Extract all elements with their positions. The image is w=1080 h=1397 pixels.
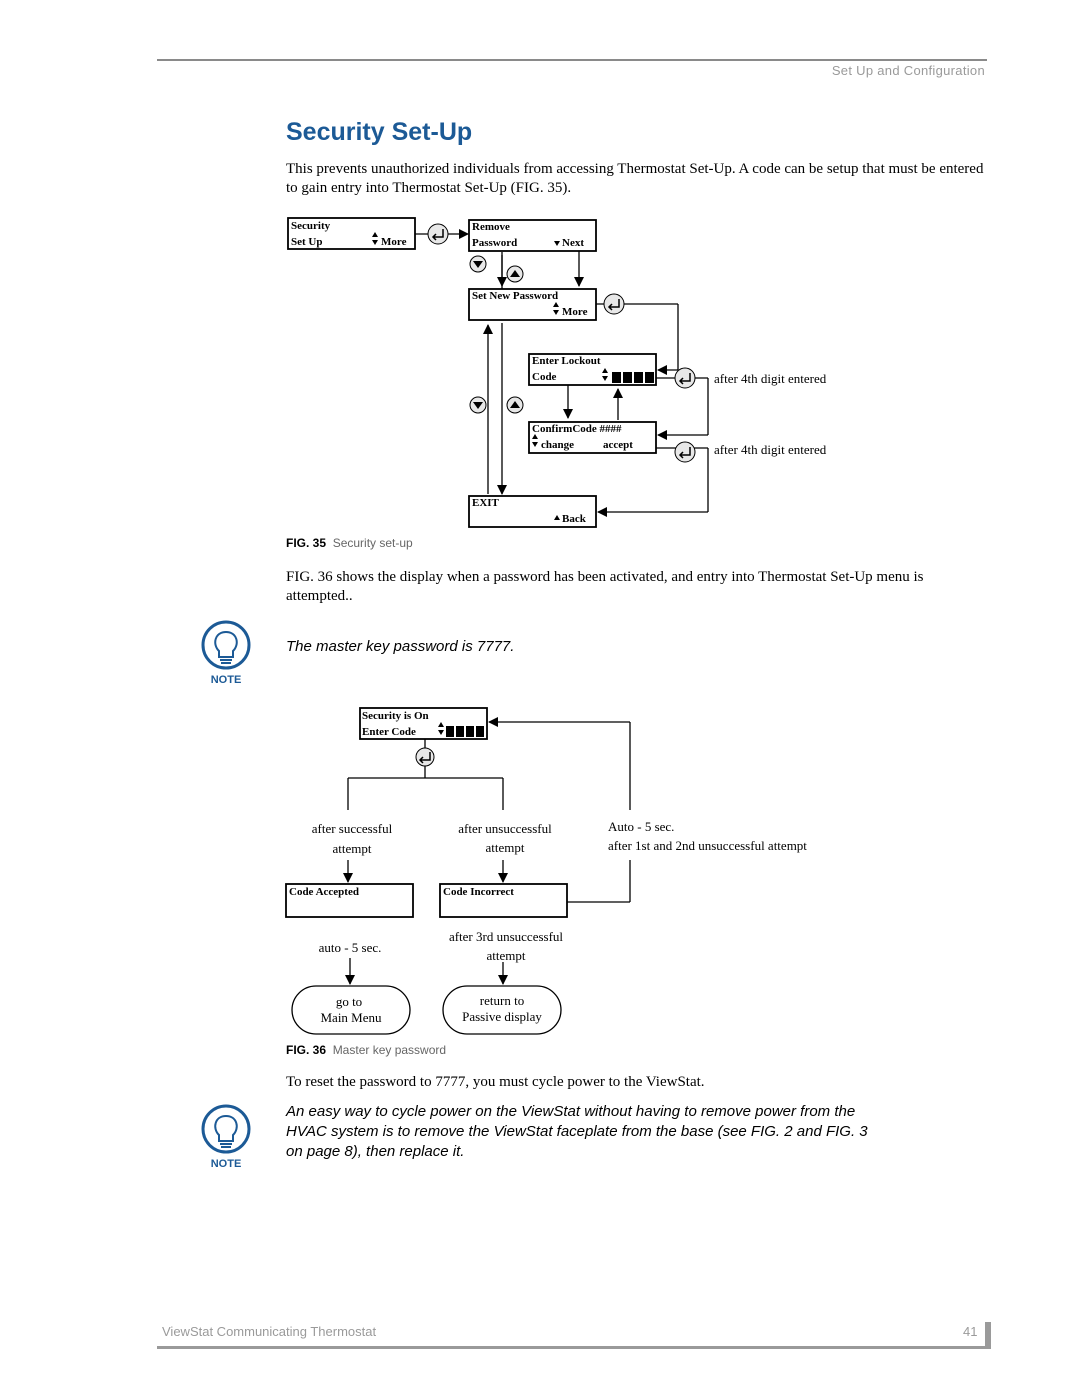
reset-paragraph: To reset the password to 7777, you must …: [286, 1074, 705, 1090]
label-return: return to: [480, 993, 524, 1008]
label-after-successful: attempt: [333, 841, 372, 856]
fig36-caption: FIG. 36 Master key password: [286, 1043, 446, 1057]
lcd-remove-password: [468, 219, 597, 252]
lcd-text: Code Incorrect: [443, 886, 514, 898]
header-rule: [157, 59, 987, 61]
fig36-diagram: Security is On Enter Code Code Accepted …: [285, 707, 807, 1035]
lcd-security-on: [359, 707, 488, 740]
fig35-caption-number: FIG. 35: [286, 536, 327, 550]
lcd-text: Next: [562, 237, 584, 249]
lcd-text: Enter Code: [362, 726, 416, 738]
lcd-confirm-code: [528, 421, 657, 454]
section-header: Set Up and Configuration: [831, 63, 985, 78]
lcd-text: Set Up: [291, 236, 322, 248]
lcd-text: Enter Lockout: [532, 355, 601, 367]
lcd-text: Code Accepted: [289, 886, 359, 898]
label-goto: Main Menu: [320, 1010, 382, 1025]
lcd-text: More: [562, 306, 588, 318]
label-return: Passive display: [462, 1009, 542, 1024]
lcd-text: More: [381, 236, 407, 248]
lcd-text: Security is On: [362, 710, 429, 722]
lcd-text: Password: [472, 237, 517, 249]
lcd-text: Code: [532, 371, 557, 383]
note-cycle-power: An easy way to cycle power on the ViewSt…: [286, 1103, 868, 1160]
page-number: 41: [963, 1324, 978, 1339]
lcd-exit: [468, 495, 597, 528]
fig36-caption-text: Master key password: [332, 1043, 447, 1057]
lcd-text: ConfirmCode ####: [532, 423, 622, 435]
intro-paragraph: This prevents unauthorized individuals f…: [286, 161, 984, 196]
goto-main-menu-box: [291, 985, 411, 1035]
label-goto: go to: [336, 994, 362, 1009]
lcd-text: Back: [562, 513, 587, 525]
lcd-code-incorrect: [439, 883, 568, 918]
fig35-diagram: Security Set Up More Remove Password Nex…: [287, 217, 827, 528]
lcd-enter-lockout: [528, 353, 657, 386]
fig35-caption-text: Security set-up: [332, 536, 413, 550]
label-auto-5sec: Auto - 5 sec.: [608, 819, 674, 834]
fig36-caption-number: FIG. 36: [286, 1043, 327, 1057]
svg-text:NOTE: NOTE: [211, 1158, 242, 1168]
label-after-3rd: after 3rd unsuccessful: [449, 929, 563, 944]
footer-bar: [985, 1322, 991, 1349]
lcd-text: Remove: [472, 221, 510, 233]
label-auto-5sec-small: auto - 5 sec.: [319, 940, 382, 955]
page-title: Security Set-Up: [286, 118, 473, 146]
fig36-intro: FIG. 36 shows the display when a passwor…: [286, 569, 924, 604]
fig35-caption: FIG. 35 Security set-up: [286, 536, 413, 550]
lcd-text: accept: [603, 439, 633, 451]
label-auto-5sec: after 1st and 2nd unsuccessful attempt: [608, 838, 807, 853]
label-after-3rd: attempt: [487, 948, 526, 963]
arrow-button-icon: [469, 255, 524, 414]
label-after-unsuccessful: attempt: [486, 840, 525, 855]
label-after-unsuccessful: after unsuccessful: [458, 821, 552, 836]
enter-icon: [415, 747, 435, 767]
lcd-text: Set New Password: [472, 290, 558, 302]
footer-product: ViewStat Communicating Thermostat: [162, 1324, 377, 1339]
label-after-4th-digit: after 4th digit entered: [714, 371, 827, 386]
return-passive-box: [442, 985, 562, 1035]
lcd-text: change: [541, 439, 574, 451]
footer-rule: [157, 1346, 991, 1349]
note-master-key: The master key password is 7777.: [286, 638, 515, 655]
note-bulb-icon: NOTE: [201, 1104, 251, 1168]
label-after-4th-digit: after 4th digit entered: [714, 442, 827, 457]
lcd-text: EXIT: [472, 497, 500, 509]
svg-text:NOTE: NOTE: [211, 674, 242, 684]
label-after-successful: after successful: [312, 821, 393, 836]
note-bulb-icon: NOTE: [201, 620, 251, 684]
lcd-text: Security: [291, 220, 331, 232]
lcd-code-accepted: [285, 883, 414, 918]
